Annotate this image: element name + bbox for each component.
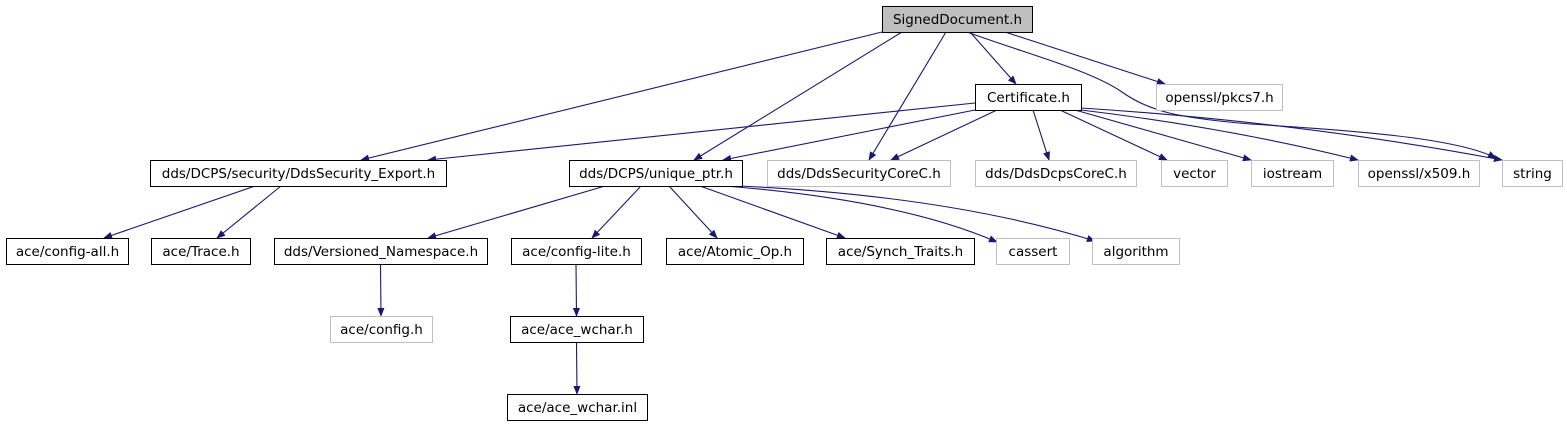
node-openssl-x509-h: openssl/x509.h [1358, 160, 1480, 187]
node-label: ace/config.h [340, 322, 423, 338]
node-box [1502, 160, 1563, 187]
node-dds-security-export-h[interactable]: dds/DCPS/security/DdsSecurity_Export.h [150, 160, 447, 187]
edge-certificate-h-to-string [1080, 107, 1503, 163]
node-box [1251, 160, 1334, 187]
node-label: dds/Versioned_Namespace.h [284, 244, 478, 260]
node-label: ace/ace_wchar.h [521, 322, 633, 338]
node-box [996, 238, 1070, 265]
node-box [767, 160, 951, 187]
node-cassert: cassert [996, 238, 1070, 265]
node-ace-config-h: ace/config.h [330, 316, 433, 343]
node-box [6, 238, 129, 265]
node-label: string [1513, 166, 1552, 182]
edge-signeddocument-h-to-ddssecuritycorec-h [868, 31, 947, 161]
edge-ace-ace-wchar-h-to-ace-ace-wchar-inl [573, 341, 581, 395]
edges-layer [103, 31, 1503, 395]
node-label: openssl/pkcs7.h [1165, 90, 1273, 106]
node-box [1092, 238, 1180, 265]
node-label: algorithm [1103, 244, 1168, 260]
node-openssl-pkcs7-h: openssl/pkcs7.h [1156, 84, 1283, 111]
node-iostream: iostream [1251, 160, 1334, 187]
node-label: ace/Synch_Traits.h [838, 244, 963, 260]
node-box [507, 394, 648, 421]
edge-signeddocument-h-to-certificate-h [969, 31, 1017, 85]
node-label: dds/DCPS/security/DdsSecurity_Export.h [162, 166, 435, 182]
node-label: Certificate.h [987, 90, 1070, 106]
edge-certificate-h-to-iostream [1074, 109, 1252, 162]
node-label: ace/ace_wchar.inl [518, 400, 637, 416]
node-label: cassert [1009, 244, 1058, 260]
edge-certificate-h-to-dds-security-export-h [427, 102, 976, 163]
edge-signeddocument-h-to-unique-ptr-h [693, 31, 903, 161]
edge-dds-security-export-h-to-ace-trace-h [216, 185, 282, 239]
node-box [1156, 84, 1283, 111]
node-box [150, 160, 447, 187]
node-label: ace/config-all.h [16, 244, 119, 260]
edge-versioned-namespace-h-to-ace-config-h [377, 263, 385, 317]
node-label: SignedDocument.h [893, 12, 1022, 28]
edge-unique-ptr-h-to-ace-synch-traits-h [699, 185, 846, 239]
node-label: dds/DdsDcpsCoreC.h [985, 166, 1127, 182]
node-box [666, 238, 804, 265]
edge-certificate-h-to-openssl-x509-h [1080, 109, 1359, 162]
edge-unique-ptr-h-to-algorithm [739, 185, 1096, 243]
node-box [511, 238, 642, 265]
node-label: ace/Atomic_Op.h [678, 244, 792, 260]
node-certificate-h[interactable]: Certificate.h [975, 84, 1082, 111]
edge-certificate-h-to-ddssecuritycorec-h [890, 109, 998, 161]
node-label: vector [1173, 166, 1216, 182]
node-ace-ace-wchar-inl[interactable]: ace/ace_wchar.inl [507, 394, 648, 421]
node-unique-ptr-h[interactable]: dds/DCPS/unique_ptr.h [569, 160, 743, 187]
edge-unique-ptr-h-to-versioned-namespace-h [427, 185, 606, 240]
node-string: string [1502, 160, 1563, 187]
node-ddssecuritycorec-h: dds/DdsSecurityCoreC.h [767, 160, 951, 187]
edge-unique-ptr-h-to-ace-config-lite-h [591, 185, 642, 239]
node-label: dds/DdsSecurityCoreC.h [777, 166, 941, 182]
edge-signeddocument-h-to-dds-security-export-h [360, 31, 883, 162]
node-ace-config-all-h[interactable]: ace/config-all.h [6, 238, 129, 265]
node-box [569, 160, 743, 187]
node-ace-atomic-op-h[interactable]: ace/Atomic_Op.h [666, 238, 804, 265]
node-label: openssl/x509.h [1368, 166, 1471, 182]
edge-certificate-h-to-unique-ptr-h [722, 109, 976, 162]
node-label: iostream [1263, 166, 1322, 182]
node-signeddocument-h[interactable]: SignedDocument.h [882, 6, 1033, 33]
node-versioned-namespace-h[interactable]: dds/Versioned_Namespace.h [274, 238, 488, 265]
node-ace-ace-wchar-h[interactable]: ace/ace_wchar.h [510, 316, 644, 343]
node-box [826, 238, 975, 265]
node-ace-synch-traits-h[interactable]: ace/Synch_Traits.h [826, 238, 975, 265]
edge-unique-ptr-h-to-cassert [724, 185, 998, 243]
node-box [330, 316, 433, 343]
edge-unique-ptr-h-to-ace-atomic-op-h [668, 185, 718, 239]
node-box [975, 160, 1137, 187]
node-ace-config-lite-h[interactable]: ace/config-lite.h [511, 238, 642, 265]
node-label: dds/DCPS/unique_ptr.h [579, 166, 733, 182]
node-box [151, 238, 251, 265]
node-box [882, 6, 1033, 33]
node-box [1358, 160, 1480, 187]
node-ddsdcpscorec-h: dds/DdsDcpsCoreC.h [975, 160, 1137, 187]
node-vector: vector [1161, 160, 1228, 187]
node-ace-trace-h[interactable]: ace/Trace.h [151, 238, 251, 265]
edge-certificate-h-to-vector [1059, 109, 1168, 161]
node-box [274, 238, 488, 265]
edge-signeddocument-h-to-openssl-pkcs7-h [1004, 31, 1166, 85]
node-box [975, 84, 1082, 111]
node-box [1161, 160, 1228, 187]
node-label: ace/config-lite.h [522, 244, 631, 260]
node-box [510, 316, 644, 343]
edge-certificate-h-to-ddsdcpscorec-h [1032, 109, 1050, 161]
node-label: ace/Trace.h [162, 244, 239, 260]
edge-dds-security-export-h-to-ace-config-all-h [103, 185, 256, 239]
edge-ace-config-lite-h-to-ace-ace-wchar-h [572, 263, 581, 317]
node-algorithm: algorithm [1092, 238, 1180, 265]
